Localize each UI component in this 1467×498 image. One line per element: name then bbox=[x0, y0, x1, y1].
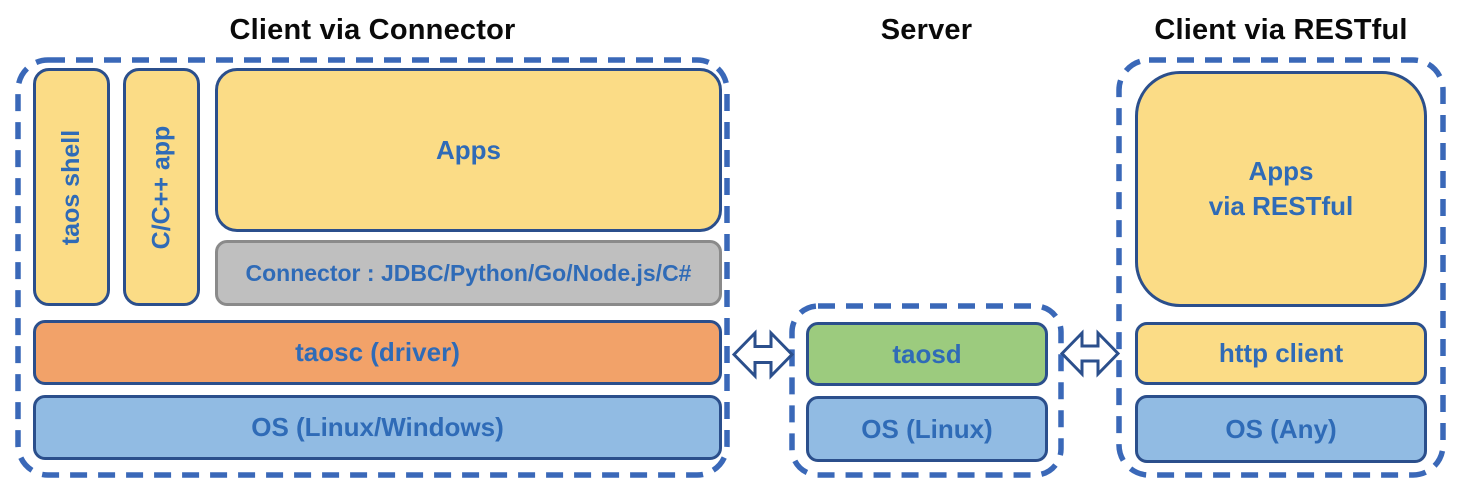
server-group-outline bbox=[789, 303, 1064, 478]
os-linux-label: OS (Linux) bbox=[861, 413, 993, 444]
section-title-client-connector: Client via Connector bbox=[229, 14, 516, 46]
taos-shell-label: taos shell bbox=[57, 129, 86, 245]
apps-via-restful-line2: via RESTful bbox=[1208, 191, 1354, 221]
section-title-server: Server bbox=[880, 14, 973, 46]
taosc-driver-label: taosc (driver) bbox=[295, 337, 460, 367]
restful-client-group-outline bbox=[1116, 57, 1446, 478]
box-apps-via-restful: Apps via RESTful bbox=[1135, 71, 1427, 307]
bidirectional-arrow-icon bbox=[731, 329, 795, 380]
box-taosc-driver: taosc (driver) bbox=[33, 320, 722, 385]
section-title-client-restful: Client via RESTful bbox=[1154, 14, 1408, 46]
os-linux-windows-label: OS (Linux/Windows) bbox=[251, 412, 504, 442]
connector-label: Connector : JDBC/Python/Go/Node.js/C# bbox=[245, 259, 692, 286]
apps-via-restful-label: Apps via RESTful bbox=[1209, 154, 1353, 224]
bidirectional-arrow-icon bbox=[1059, 329, 1121, 378]
apps-via-restful-line1: Apps bbox=[1248, 155, 1314, 186]
apps-label: Apps bbox=[436, 134, 501, 165]
box-apps: Apps bbox=[215, 68, 722, 232]
box-os-linux: OS (Linux) bbox=[806, 396, 1048, 462]
box-os-any: OS (Any) bbox=[1135, 395, 1427, 463]
c-cpp-app-label: C/C++ app bbox=[147, 125, 175, 249]
box-taosd: taosd bbox=[806, 322, 1048, 386]
box-taos-shell: taos shell bbox=[33, 68, 110, 306]
taosd-label: taosd bbox=[892, 338, 962, 369]
box-c-cpp-app: C/C++ app bbox=[123, 68, 200, 306]
box-http-client: http client bbox=[1135, 322, 1427, 385]
box-connector: Connector : JDBC/Python/Go/Node.js/C# bbox=[215, 240, 722, 306]
box-os-linux-windows: OS (Linux/Windows) bbox=[33, 395, 722, 460]
http-client-label: http client bbox=[1218, 338, 1344, 368]
client-connector-group-outline bbox=[15, 57, 730, 478]
os-any-label: OS (Any) bbox=[1225, 413, 1337, 444]
